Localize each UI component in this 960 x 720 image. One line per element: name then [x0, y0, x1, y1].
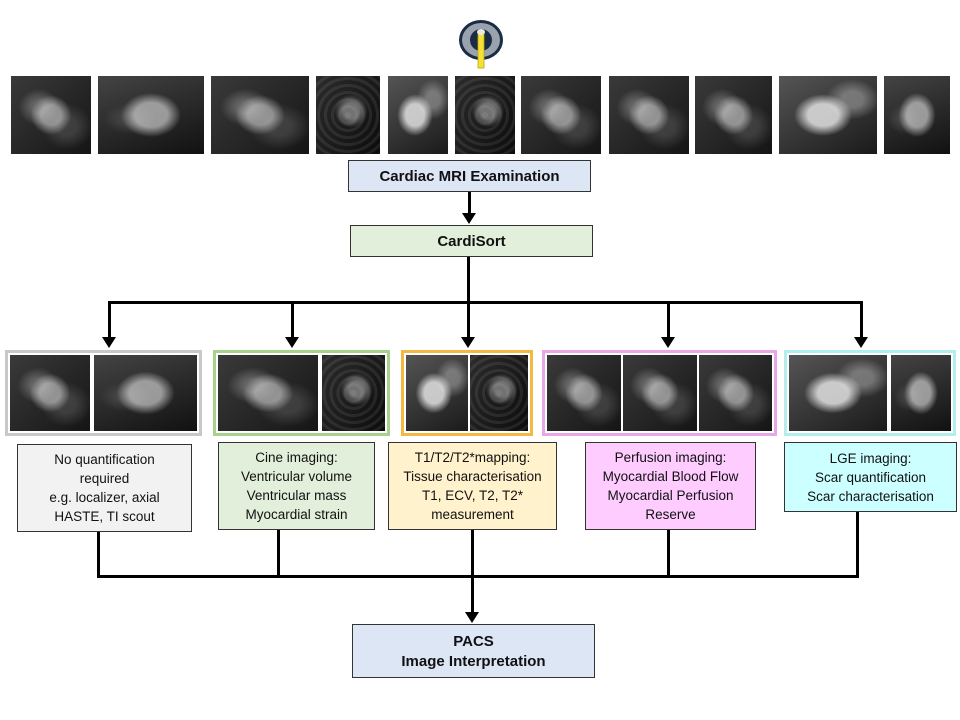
mri-image-t1-map	[388, 76, 448, 154]
category-text-line: required	[79, 471, 130, 486]
mri-image-perf-3-small	[699, 355, 772, 431]
connector-to-none	[108, 301, 111, 337]
connector-from-perfusion	[667, 530, 670, 578]
category-text-line: e.g. localizer, axial	[49, 490, 160, 505]
mri-image-lge-long-small	[789, 355, 887, 431]
mri-image-cine-short-axis	[316, 76, 380, 154]
category-text-line: Tissue characterisation	[403, 469, 542, 484]
pacs-label: PACS	[453, 632, 494, 650]
distribution-bar	[108, 301, 863, 304]
connector-cardisort-down	[467, 257, 470, 303]
mri-image-axial-small	[94, 355, 197, 431]
arrowhead-to-pacs	[465, 612, 479, 623]
arrowhead-to-mapping	[461, 337, 475, 348]
frame-lge	[784, 350, 956, 436]
category-text-line: Myocardial strain	[245, 507, 348, 522]
mri-image-perfusion-1	[521, 76, 601, 154]
connector-to-lge	[860, 301, 863, 337]
mri-image-cine-short-small	[322, 355, 385, 431]
cardisort-box: CardiSort	[350, 225, 593, 257]
arrowhead-to-none	[102, 337, 116, 348]
category-text-line: Ventricular volume	[240, 469, 353, 484]
category-text-line: measurement	[431, 507, 514, 522]
mri-image-perf-2-small	[623, 355, 697, 431]
category-text-line: Scar characterisation	[807, 488, 934, 504]
frame-mapping	[401, 350, 533, 436]
mri-image-lge-short-axis	[884, 76, 950, 154]
arrowhead-to-perfusion	[661, 337, 675, 348]
arrowhead-to-cine	[285, 337, 299, 348]
mri-image-cine-long-small	[218, 355, 318, 431]
category-text-line: T1/T2/T2*mapping:	[414, 450, 531, 465]
mri-scanner-icon	[459, 20, 503, 69]
cardiac-mri-examination-label: Cardiac MRI Examination	[379, 167, 560, 185]
image-interpretation-label: Image Interpretation	[401, 652, 546, 670]
mri-image-axial	[98, 76, 204, 154]
connector-from-mapping	[471, 530, 474, 578]
mri-image-localizer	[11, 76, 91, 154]
category-text-line: Cine imaging:	[255, 450, 338, 465]
mri-image-t2-small	[470, 355, 528, 431]
mri-image-perfusion-3	[695, 76, 772, 154]
category-text-line: Myocardial Blood Flow	[602, 469, 739, 484]
category-text-line: Perfusion imaging:	[614, 450, 727, 465]
mri-image-perfusion-2	[609, 76, 689, 154]
pacs-box: PACS Image Interpretation	[352, 624, 595, 678]
mri-image-localizer-small	[10, 355, 90, 431]
arrowhead-to-lge	[854, 337, 868, 348]
category-text-line: No quantification	[54, 452, 155, 467]
category-cine: Cine imaging: Ventricular volume Ventric…	[218, 442, 375, 530]
category-no-quantification: No quantification required e.g. localize…	[17, 444, 192, 532]
connector-exam-to-cardisort	[468, 192, 471, 214]
mri-image-cine-long-axis	[211, 76, 309, 154]
category-perfusion: Perfusion imaging: Myocardial Blood Flow…	[585, 442, 756, 530]
connector-to-mapping	[467, 301, 470, 337]
connector-from-cine	[277, 530, 280, 578]
cardiac-mri-examination-box: Cardiac MRI Examination	[348, 160, 591, 192]
category-text-line: HASTE, TI scout	[54, 509, 155, 524]
frame-no-quantification	[5, 350, 202, 436]
connector-from-lge	[856, 512, 859, 578]
frame-perfusion	[542, 350, 777, 436]
category-text-line: Scar quantification	[814, 469, 927, 485]
connector-to-pacs	[471, 575, 474, 613]
frame-cine	[213, 350, 390, 436]
connector-from-none	[97, 532, 100, 578]
mri-image-lge-short-small	[891, 355, 951, 431]
category-text-line: Ventricular mass	[246, 488, 347, 503]
mri-image-t2-map	[455, 76, 515, 154]
connector-to-perfusion	[667, 301, 670, 337]
connector-to-cine	[291, 301, 294, 337]
category-text-line: T1, ECV, T2, T2*	[421, 488, 524, 503]
mri-image-perf-1-small	[547, 355, 621, 431]
category-text-line: LGE imaging:	[829, 450, 912, 466]
arrowhead-to-cardisort	[462, 213, 476, 224]
cardisort-label: CardiSort	[437, 232, 506, 250]
mri-image-lge-long-axis	[779, 76, 877, 154]
category-text-line: Myocardial Perfusion	[607, 488, 734, 503]
category-text-line: Reserve	[645, 507, 696, 522]
convergence-bar	[97, 575, 859, 578]
category-lge: LGE imaging: Scar quantification Scar ch…	[784, 442, 957, 512]
category-mapping: T1/T2/T2*mapping: Tissue characterisatio…	[388, 442, 557, 530]
mri-image-t1-small	[406, 355, 468, 431]
